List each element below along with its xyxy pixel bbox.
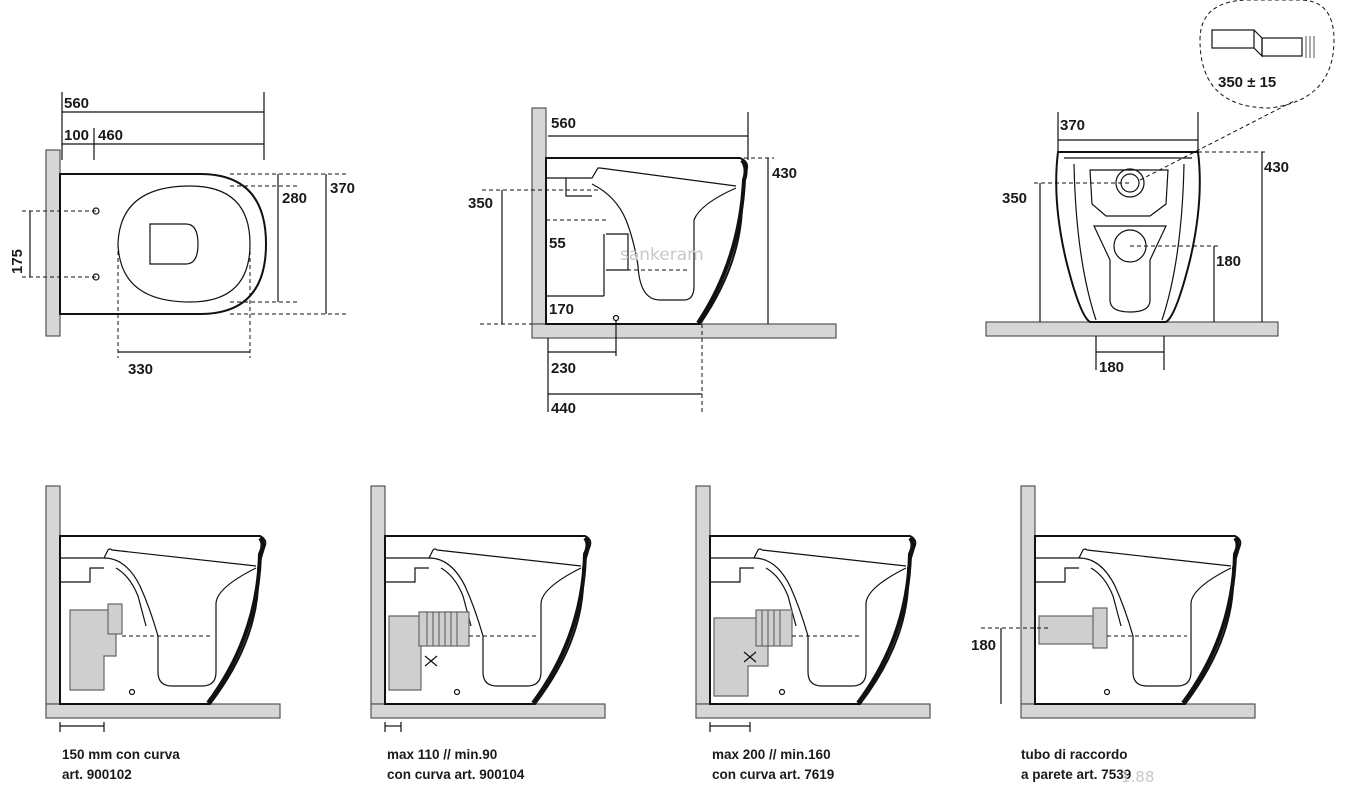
dim-top-175: 175: [9, 249, 26, 274]
dim-top-560: 560: [64, 95, 89, 112]
top-opening: [149, 223, 199, 265]
dim-side-350: 350: [468, 195, 493, 212]
dim-rear-350: 350: [1002, 190, 1027, 207]
top-seat: [117, 185, 251, 303]
dim-side-170: 170: [549, 301, 574, 318]
dim-side-560: 560: [551, 115, 576, 132]
variant-3: max 200 // min.160 con curva art. 7619: [694, 484, 932, 782]
dim-top-460: 460: [98, 127, 123, 144]
variant-1-line1: 150 mm con curva: [62, 747, 180, 762]
rear-view: 370 430 350 180 180 350 ± 15: [985, 0, 1335, 376]
top-outline: [59, 173, 268, 315]
variant-1-line2: art. 900102: [62, 767, 132, 782]
callout-circle: [1199, 0, 1335, 109]
side-wall: [531, 107, 547, 325]
side-floor: [531, 323, 837, 339]
dim-side-440: 440: [551, 400, 576, 417]
watermark: sankeram: [620, 245, 704, 265]
dim-rear-180-horizontal: 180: [1099, 359, 1124, 376]
variant-2: max 110 // min.90 con curva art. 900104: [369, 484, 607, 782]
variant-4-dim-180: 180: [971, 637, 996, 654]
callout-label: 350 ± 15: [1218, 74, 1276, 91]
variant-1: 150 mm con curva art. 900102: [44, 484, 282, 782]
dim-rear-430: 430: [1264, 159, 1289, 176]
variant-4-line1: tubo di raccordo: [1021, 747, 1128, 762]
variant-2-line1: max 110 // min.90: [387, 747, 497, 762]
side-view: 560 430 350 55 170 230 440 sankeram: [468, 107, 837, 417]
variant-3-line2: con curva art. 7619: [712, 767, 834, 782]
dim-side-430: 430: [772, 165, 797, 182]
dim-side-230: 230: [551, 360, 576, 377]
dim-top-370: 370: [330, 180, 355, 197]
dim-rear-370: 370: [1060, 117, 1085, 134]
dim-side-55: 55: [549, 235, 566, 252]
variant-4-line2: a parete art. 7539: [1021, 767, 1131, 782]
footer-watermark: 1.88: [1121, 768, 1154, 786]
rear-floor: [985, 321, 1279, 337]
variant-4: 180 tubo di raccordo a parete art. 7539 …: [971, 484, 1257, 786]
dim-top-100: 100: [64, 127, 89, 144]
variant-3-line1: max 200 // min.160: [712, 747, 831, 762]
top-view: 560 100 460 280 370 330 175: [9, 92, 355, 378]
dim-rear-180-vertical: 180: [1216, 253, 1241, 270]
dim-top-330: 330: [128, 361, 153, 378]
variant-2-line2: con curva art. 900104: [387, 767, 525, 782]
rear-body: [1055, 151, 1201, 323]
top-wall: [45, 149, 61, 337]
dim-top-280: 280: [282, 190, 307, 207]
